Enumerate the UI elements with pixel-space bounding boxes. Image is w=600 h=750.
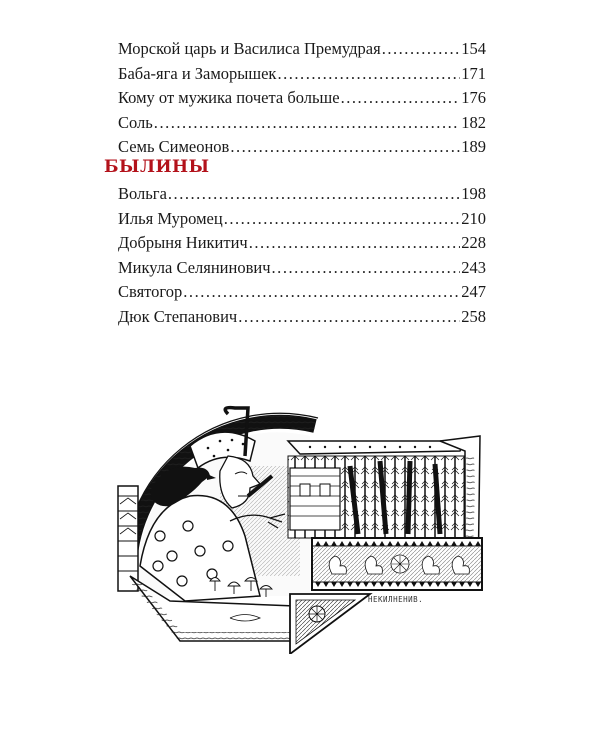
toc-entry-page: 176 <box>461 88 486 107</box>
toc-entry-title: Семь Симеонов <box>118 137 230 156</box>
toc-byliny-list: Вольга 198 Илья Муромец 210 Добрыня Ники… <box>118 182 486 329</box>
toc-entry-title: Микула Селянинович <box>118 257 271 277</box>
baba-yaga-illustration: НЕКИЛНЕНИВ. <box>110 396 485 656</box>
toc-entry[interactable]: Вольга 198 <box>118 182 486 207</box>
toc-entry[interactable]: Баба-яга и Заморышек 171 <box>118 62 486 87</box>
toc-entry-title: Добрыня Никитич <box>118 233 248 252</box>
toc-entry-title: Морской царь и Василиса Премудрая <box>118 39 381 58</box>
toc-leader-dots <box>382 37 461 62</box>
toc-entry-page: 247 <box>461 282 486 301</box>
toc-entry-page: 228 <box>461 233 486 252</box>
toc-leader-dots <box>154 111 460 136</box>
toc-entry-page: 171 <box>461 63 486 83</box>
toc-entry-title: Дюк Степанович <box>118 306 238 326</box>
toc-entry-page: 243 <box>461 257 486 277</box>
toc-entry-title: Баба-яга и Заморышек <box>118 63 277 83</box>
toc-entry-page: 189 <box>461 137 486 156</box>
toc-entry[interactable]: Семь Симеонов 189 <box>118 135 486 160</box>
section-heading-byliny: БЫЛИНЫ <box>104 157 210 177</box>
toc-entry-page: 210 <box>461 208 486 228</box>
toc-leader-dots <box>183 280 460 305</box>
toc-entry-title: Вольга <box>118 184 167 203</box>
toc-leader-dots <box>249 231 461 256</box>
toc-leader-dots <box>272 256 461 281</box>
toc-entry-title: Кому от мужика почета больше <box>118 88 340 107</box>
toc-entry[interactable]: Соль 182 <box>118 111 486 136</box>
toc-entry[interactable]: Дюк Степанович 258 <box>118 305 486 330</box>
toc-entry-page: 258 <box>461 306 486 326</box>
toc-entry-page: 154 <box>461 39 486 58</box>
toc-fairy-tales-list: Морской царь и Василиса Премудрая 154 Ба… <box>118 37 486 160</box>
toc-entry[interactable]: Кому от мужика почета больше 176 <box>118 86 486 111</box>
toc-entry[interactable]: Добрыня Никитич 228 <box>118 231 486 256</box>
toc-entry-title: Святогор <box>118 282 183 301</box>
toc-entry[interactable]: Святогор 247 <box>118 280 486 305</box>
toc-entry[interactable]: Микула Селянинович 243 <box>118 256 486 281</box>
illustration-image: НЕКИЛНЕНИВ. <box>117 405 483 656</box>
toc-entry[interactable]: Морской царь и Василиса Премудрая 154 <box>118 37 486 62</box>
toc-leader-dots <box>230 135 460 160</box>
toc-entry-page: 198 <box>461 184 486 203</box>
toc-leader-dots <box>238 305 460 330</box>
toc-leader-dots <box>224 207 461 232</box>
toc-entry-page: 182 <box>461 112 486 132</box>
toc-leader-dots <box>277 62 460 87</box>
toc-leader-dots <box>168 182 460 207</box>
toc-entry[interactable]: Илья Муромец 210 <box>118 207 486 232</box>
toc-leader-dots <box>341 86 461 111</box>
toc-entry-title: Илья Муромец <box>118 208 223 228</box>
illustrator-signature: НЕКИЛНЕНИВ. <box>368 595 423 604</box>
toc-entry-title: Соль <box>118 112 153 132</box>
